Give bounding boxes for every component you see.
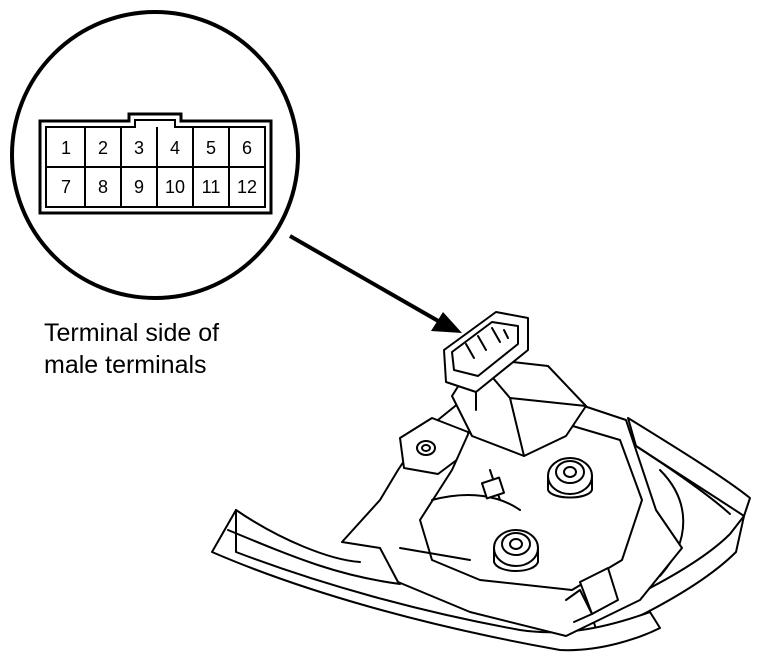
pin-labels-row2: 7 8 9 10 11 12 [61, 177, 257, 197]
connector-inner-outline [45, 119, 266, 208]
pin-label-11: 11 [202, 177, 221, 197]
pin-label-12: 12 [237, 177, 257, 197]
connector-socket-pins [465, 327, 509, 359]
pin-label-3: 3 [134, 138, 144, 158]
side-button [579, 567, 619, 615]
pin-labels-row1: 1 2 3 4 5 6 [61, 138, 252, 158]
side-button-edge [565, 589, 593, 623]
pin-label-7: 7 [61, 177, 71, 197]
caption-line-1: Terminal side of [44, 319, 219, 347]
cover-trim-lip [591, 515, 745, 637]
pointer-arrow [289, 234, 462, 333]
body-latch [480, 476, 506, 500]
caption-line-2: male terminals [44, 351, 207, 379]
mounting-boss-bottom [493, 529, 539, 572]
cover-trim-left [211, 509, 661, 652]
pin-label-2: 2 [98, 138, 108, 158]
mounting-boss-top [547, 457, 593, 499]
pin-label-4: 4 [170, 138, 180, 158]
switch-assembly [211, 311, 751, 652]
pin-label-1: 1 [61, 138, 71, 158]
pin-label-8: 8 [98, 177, 108, 197]
pin-label-9: 9 [134, 177, 144, 197]
pin-label-10: 10 [165, 177, 185, 197]
connector-face [38, 112, 273, 215]
bracket-hole-inner [421, 444, 431, 452]
pin-grid [46, 127, 265, 207]
pin-label-6: 6 [242, 138, 252, 158]
pin-label-5: 5 [206, 138, 216, 158]
magnified-view-circle [10, 10, 300, 300]
cover-trim-left-face [227, 509, 401, 585]
connector-outer-outline [38, 112, 273, 215]
